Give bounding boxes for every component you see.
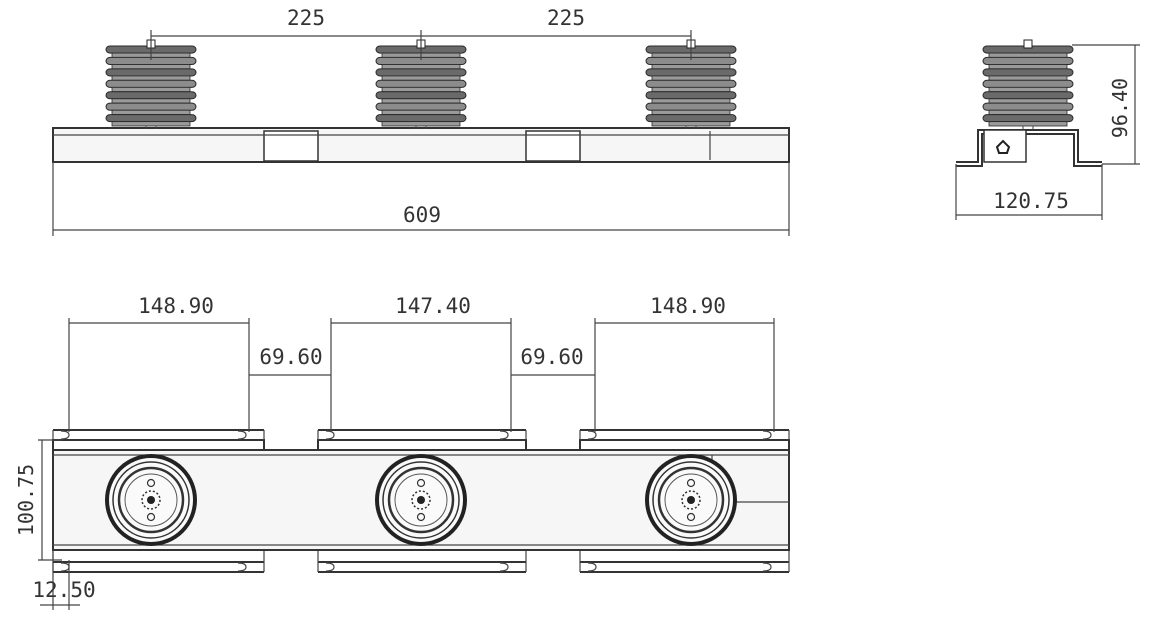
- front-gap-right: [525, 130, 581, 162]
- dim-total-length: 609: [403, 203, 441, 227]
- top-insulator-middle: [375, 454, 467, 546]
- top-flanges: [52, 429, 790, 573]
- dim-flange: 12.50: [32, 578, 95, 602]
- dim-gap-left: 69.60: [259, 345, 322, 369]
- front-insulator-middle: [375, 39, 467, 129]
- side-bracket: [956, 129, 1102, 163]
- side-terminal-icon: [995, 139, 1011, 154]
- dim-pitch-left: 225: [287, 6, 325, 30]
- top-insulator-right: [645, 454, 737, 546]
- top-view: 148.90 147.40 148.90 69.60 69.60 100.75 …: [14, 294, 790, 610]
- dim-side-width: 120.75: [993, 189, 1069, 213]
- dim-side-height: 96.40: [1108, 78, 1132, 138]
- side-view: 96.40 120.75: [955, 39, 1140, 220]
- dim-pitch-right: 225: [547, 6, 585, 30]
- dim-depth: 100.75: [14, 464, 38, 536]
- front-view: 225 225 609: [52, 6, 790, 236]
- dim-segment-right: 148.90: [650, 294, 726, 318]
- dim-segment-middle: 147.40: [395, 294, 471, 318]
- dim-segment-left: 148.90: [138, 294, 214, 318]
- side-insulator: [982, 39, 1074, 129]
- front-gap-left: [263, 130, 319, 162]
- front-base-bar: [52, 127, 790, 163]
- dim-gap-right: 69.60: [520, 345, 583, 369]
- top-insulator-left: [105, 454, 197, 546]
